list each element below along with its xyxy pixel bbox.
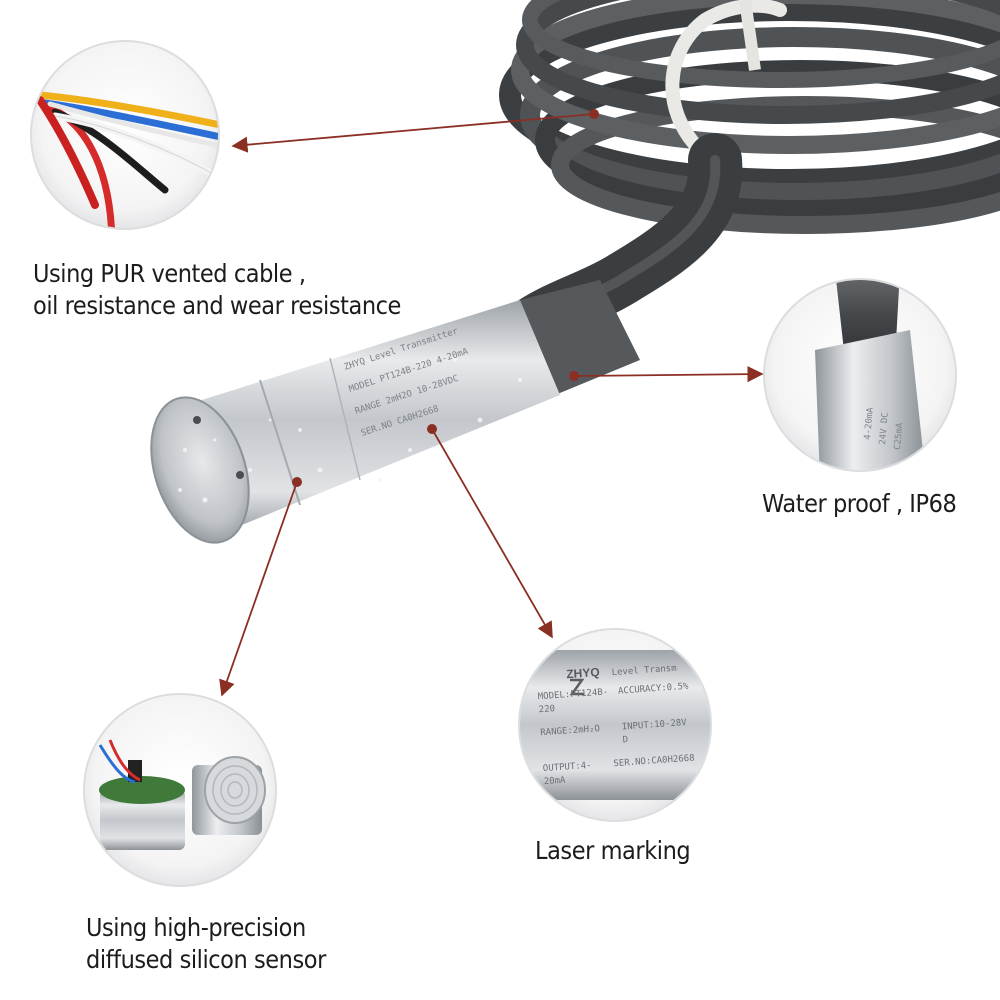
cable-coil	[499, 0, 1000, 234]
nameplate-detail-image	[518, 628, 712, 822]
wires-detail-image	[30, 40, 220, 230]
nameplate-text: ZHYQ Level Transm MODEL:PT124B-220 ACCUR…	[536, 660, 695, 790]
arrow-sensor	[219, 481, 298, 697]
nameplate-product: Level Transm	[611, 663, 677, 679]
svg-text:C25mA: C25mA	[893, 422, 905, 450]
callout-sensor-line1: Using high-precision	[86, 913, 306, 942]
nameplate-brand: ZHYQ	[565, 664, 601, 682]
nameplate-serial: SER.NO:CA0H2668	[613, 753, 695, 770]
callout-sensor-line2: diffused silicon sensor	[86, 945, 326, 974]
callout-arrows	[219, 113, 764, 697]
nameplate-output: OUTPUT:4-20mA	[542, 760, 592, 788]
nameplate-model: MODEL:PT124B-220	[537, 687, 609, 716]
arrow-origins	[292, 109, 599, 487]
arrow-cable	[231, 113, 595, 153]
callout-laser-line1: Laser marking	[535, 836, 691, 865]
sensor-detail-image	[83, 693, 277, 887]
nameplate-input: INPUT:10-28V D	[621, 718, 688, 746]
callout-cable-line2: oil resistance and wear resistance	[33, 291, 401, 320]
callout-waterproof-line1: Water proof , IP68	[762, 489, 957, 518]
arrow-waterproof	[573, 366, 764, 383]
probe-body: ZHYQ Level Transmitter MODEL PT124B-220 …	[150, 280, 640, 544]
svg-text:4-20mA: 4-20mA	[863, 406, 876, 440]
waterproof-detail-image: 4-20mA 24V DC C25mA	[763, 278, 957, 472]
callout-laser: Laser marking	[535, 835, 691, 867]
callout-cable-line1: Using PUR vented cable ,	[33, 259, 306, 288]
callout-cable: Using PUR vented cable , oil resistance …	[33, 258, 401, 322]
callout-waterproof: Water proof , IP68	[762, 488, 957, 520]
svg-text:24V DC: 24V DC	[878, 412, 891, 445]
callout-sensor: Using high-precision diffused silicon se…	[86, 912, 326, 976]
nameplate-range: RANGE:2mH₂O	[540, 724, 601, 739]
nameplate-accuracy: ACCURACY:0.5%	[617, 681, 689, 697]
arrow-laser	[431, 428, 553, 639]
